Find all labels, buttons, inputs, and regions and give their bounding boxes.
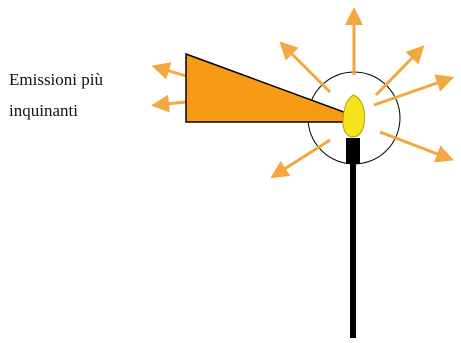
arrow-down-left (270, 138, 331, 179)
lamp-socket (346, 138, 360, 164)
arrow-right (373, 74, 455, 107)
lamp-bulb (342, 94, 365, 138)
arrow-left-lower (151, 94, 187, 113)
arrow-up-right (374, 45, 425, 97)
arrow-down-right (379, 130, 455, 163)
emission-arrows (151, 7, 455, 179)
arrow-left-upper (151, 62, 187, 80)
lamp-pole (350, 150, 356, 338)
emission-label-line-1: Emissioni più (9, 70, 103, 89)
emission-label-line-2: inquinanti (9, 101, 78, 120)
arrow-up-left (279, 41, 332, 94)
